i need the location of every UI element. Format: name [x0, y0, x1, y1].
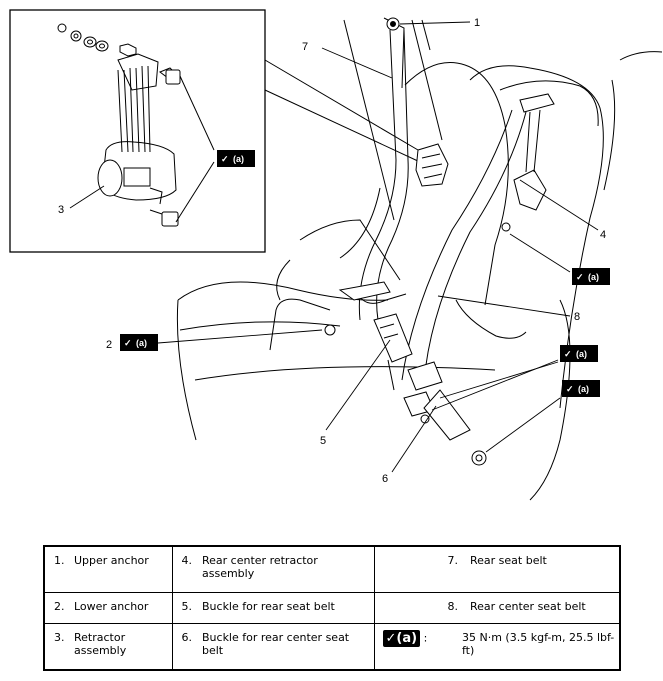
callout-5: 5: [320, 435, 326, 447]
legend-num: 6.: [171, 622, 198, 671]
inset-washers: [57, 23, 137, 57]
svg-text:(a): (a): [576, 349, 587, 359]
legend-text: Rear center seat belt: [458, 592, 621, 624]
torque-badge-inset: ✓ (a): [217, 150, 255, 167]
svg-text:✓: ✓: [124, 338, 132, 348]
legend-text: Lower anchor: [70, 592, 173, 624]
legend-text: Retractor assembly: [70, 622, 173, 671]
inset-detail-box: [9, 9, 266, 253]
callout-3: 3: [58, 204, 64, 216]
legend-num: 4.: [171, 545, 198, 594]
callout-8: 8: [574, 311, 580, 323]
svg-text:✓: ✓: [576, 272, 584, 282]
rear-center-seat-belt: [401, 93, 555, 383]
legend-num: 3.: [43, 622, 70, 671]
rear-center-seat-buckle: [403, 361, 471, 441]
legend-table: 1. Upper anchor 4. Rear center retractor…: [43, 545, 621, 671]
torque-badge-retractor: ✓ (a): [572, 268, 610, 285]
callout-leaders: [69, 21, 599, 473]
callout-2: 2: [106, 339, 112, 351]
svg-text:(a): (a): [588, 272, 599, 282]
callout-6: 6: [382, 473, 388, 485]
inset-bolt-lower: [149, 161, 215, 227]
legend-text: Upper anchor: [70, 545, 173, 594]
torque-badge-buckles: ✓ (a): [560, 345, 598, 362]
rear-seat-buckle: [373, 313, 413, 391]
svg-text:(a): (a): [578, 384, 589, 394]
rear-seat-back: [404, 51, 663, 409]
retractor-bolt: [501, 222, 511, 232]
legend-num: 8.: [373, 592, 458, 624]
legend-text: Rear seat belt: [458, 545, 621, 594]
callout-7: 7: [302, 41, 308, 53]
legend-num: 7.: [373, 545, 458, 594]
legend-text: Rear center retractor assembly: [198, 545, 375, 594]
torque-badge-lower-anchor: ✓ (a): [120, 334, 158, 351]
inset-retractor: [97, 53, 177, 205]
table-row: 1. Upper anchor 4. Rear center retractor…: [43, 545, 621, 594]
torque-wrench-icon: ✓(a): [382, 629, 421, 647]
torque-badge-center-anchor: ✓ (a): [562, 380, 600, 397]
legend-num: 2.: [43, 592, 70, 624]
inset-bolt-upper: [158, 67, 215, 151]
torque-spec-value: 35 N·m (3.5 kgf-m, 25.5 lbf-ft): [458, 622, 621, 671]
pillar-retractor: [415, 143, 449, 187]
center-lower-anchor-bolt: [471, 450, 487, 466]
rear-seat-cushion: [176, 187, 571, 501]
svg-text:(a): (a): [136, 338, 147, 348]
legend-num: 1.: [43, 545, 70, 594]
table-row: 3. Retractor assembly 6. Buckle for rear…: [43, 622, 621, 671]
svg-text:(a): (a): [233, 154, 244, 164]
seat-belt-diagram: ✓ (a) ✓ (a) ✓ (a) ✓ (a) ✓ (a) 1 7 3 4 8 …: [9, 9, 663, 501]
legend-text: Buckle for rear center seat belt: [198, 622, 375, 671]
callout-1: 1: [474, 17, 480, 29]
rear-seat-belt: [338, 17, 409, 321]
legend-text: Buckle for rear seat belt: [198, 592, 375, 624]
torque-spec-separator: :: [423, 631, 428, 645]
callout-4: 4: [600, 229, 606, 241]
svg-text:✓: ✓: [564, 349, 572, 359]
legend-num: 5.: [171, 592, 198, 624]
torque-spec-symbol-cell: ✓(a) :: [373, 622, 458, 671]
svg-text:✓: ✓: [221, 154, 229, 164]
table-row: 2. Lower anchor 5. Buckle for rear seat …: [43, 592, 621, 624]
svg-text:✓: ✓: [566, 384, 574, 394]
lower-anchor-bolt: [324, 324, 336, 336]
